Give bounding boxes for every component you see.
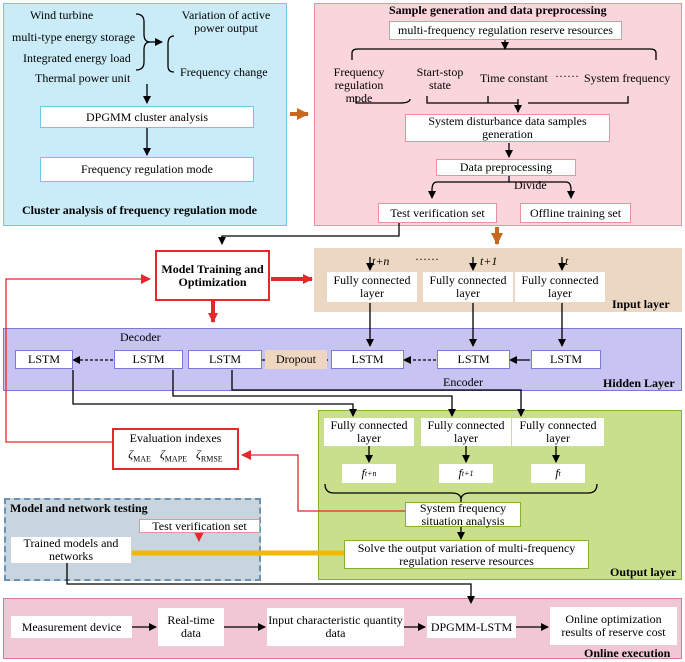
output-fc-box-tn: Fully connected layer bbox=[324, 418, 414, 446]
online-title: Online execution bbox=[584, 646, 671, 660]
f-t1-symbol: f bbox=[458, 466, 462, 480]
offline-training-set-box: Offline training set bbox=[520, 203, 631, 223]
rmse-subscript: RMSE bbox=[200, 454, 223, 464]
zeta-mape-symbol: ζ bbox=[159, 447, 165, 462]
hidden-layer-title: Hidden Layer bbox=[603, 376, 675, 390]
cluster-input-3: Thermal power unit bbox=[35, 71, 131, 85]
f-t-subscript: t bbox=[558, 469, 561, 478]
frequency-change-label: Frequency change bbox=[180, 65, 268, 79]
freq-reg-mode-label: Frequency regulation mode bbox=[333, 65, 385, 105]
lstm-decoder-3: LSTM bbox=[188, 350, 262, 369]
sample-title: Sample generation and data preprocessing bbox=[389, 3, 607, 17]
lstm-decoder-2: LSTM bbox=[114, 350, 183, 369]
time-constant-label: Time constant bbox=[480, 71, 548, 85]
solve-output-box: Solve the output variation of multi-freq… bbox=[344, 540, 589, 569]
lstm-encoder-1: LSTM bbox=[331, 350, 404, 369]
test-verification-set-box: Test verification set bbox=[378, 203, 497, 223]
realtime-data-box: Real-time data bbox=[158, 608, 224, 646]
input-fc-box-t1: Fully connected layer bbox=[423, 272, 513, 302]
lstm-encoder-2: LSTM bbox=[437, 350, 510, 369]
f-t1-subscript: t+1 bbox=[461, 469, 474, 478]
f-t-symbol: f bbox=[555, 466, 559, 480]
output-fc-box-t: Fully connected layer bbox=[512, 418, 604, 446]
t-plus-1-label: t+1 bbox=[480, 254, 498, 268]
cluster-input-2: Integrated energy load bbox=[23, 51, 131, 65]
system-frequency-label: System frequency bbox=[584, 71, 671, 85]
start-stop-label: Start-stop state bbox=[416, 65, 464, 92]
lstm-encoder-3: LSTM bbox=[531, 350, 601, 369]
mae-subscript: MAE bbox=[133, 454, 151, 464]
encoder-label: Encoder bbox=[443, 375, 483, 389]
data-preprocessing-box: Data preprocessing bbox=[436, 159, 576, 176]
evaluation-label: Evaluation indexes bbox=[129, 431, 222, 446]
zeta-rmse-symbol: ζ bbox=[196, 447, 201, 462]
input-fc-box-t: Fully connected layer bbox=[515, 272, 605, 302]
variation-label: Variation of active power output bbox=[181, 8, 271, 35]
input-fc-box-tn: Fully connected layer bbox=[327, 272, 417, 302]
output-layer-title: Output layer bbox=[610, 565, 677, 579]
input-dots: ······ bbox=[415, 252, 439, 266]
evaluation-metrics: ζMAE ζMAPE ζRMSE bbox=[128, 448, 222, 465]
t-plus-n-label: t+n bbox=[372, 254, 390, 268]
measurement-device-box: Measurement device bbox=[11, 616, 132, 638]
input-layer-title: Input layer bbox=[612, 297, 670, 311]
frequency-regulation-mode-box: Frequency regulation mode bbox=[40, 157, 254, 182]
mape-subscript: MAPE bbox=[164, 454, 188, 464]
model-training-box: Model Training and Optimization bbox=[155, 250, 270, 301]
f-tn-symbol: f bbox=[361, 466, 365, 480]
situation-analysis-box: System frequency situation analysis bbox=[405, 501, 521, 527]
zeta-mae-symbol: ζ bbox=[128, 447, 134, 462]
dpgmm-lstm-box: DPGMM-LSTM bbox=[427, 616, 516, 638]
cluster-input-1: multi-type energy storage bbox=[12, 30, 136, 44]
disturbance-samples-box: System disturbance data samples generati… bbox=[405, 114, 610, 142]
input-characteristic-box: Input characteristic quantity data bbox=[267, 608, 404, 646]
f-tn-subscript: t+n bbox=[364, 469, 377, 478]
dropout-box: Dropout bbox=[265, 350, 327, 369]
testing-test-set-box: Test verification set bbox=[139, 519, 260, 533]
dpgmm-cluster-box: DPGMM cluster analysis bbox=[40, 106, 254, 128]
trained-models-box: Trained models and networks bbox=[11, 537, 131, 563]
output-fc-box-t1: Fully connected layer bbox=[421, 418, 511, 446]
decoder-label: Decoder bbox=[120, 330, 161, 344]
divide-label: Divide bbox=[514, 178, 547, 192]
lstm-decoder-1: LSTM bbox=[15, 350, 73, 369]
t-label: t bbox=[565, 254, 569, 268]
testing-title: Model and network testing bbox=[10, 501, 148, 515]
reserve-resources-box: multi-frequency regulation reserve resou… bbox=[389, 21, 622, 40]
cluster-title: Cluster analysis of frequency regulation… bbox=[22, 203, 258, 217]
cluster-input-0: Wind turbine bbox=[30, 8, 94, 22]
evaluation-box: Evaluation indexes ζMAE ζMAPE ζRMSE bbox=[112, 428, 239, 470]
online-results-box: Online optimization results of reserve c… bbox=[550, 607, 677, 645]
sample-dots: ······ bbox=[555, 69, 579, 83]
